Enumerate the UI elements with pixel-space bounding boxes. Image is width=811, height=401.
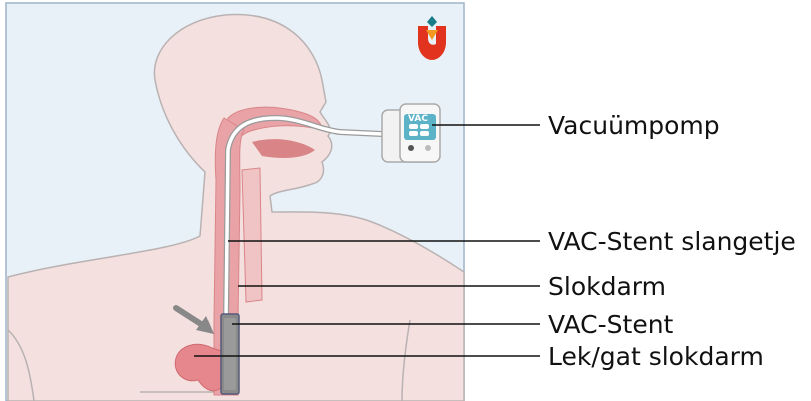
label-leak: Lek/gat slokdarm xyxy=(548,344,764,369)
label-stent: VAC-Stent xyxy=(548,312,673,337)
label-stent-tube: VAC-Stent slangetje xyxy=(548,229,796,254)
vacuum-pump-device xyxy=(382,104,440,162)
pump-screen-text: VAC xyxy=(408,114,428,124)
label-pump: Vacuümpomp xyxy=(548,113,720,138)
trachea xyxy=(242,168,262,302)
label-esophagus: Slokdarm xyxy=(548,274,666,299)
vac-stent-texture xyxy=(224,318,236,390)
